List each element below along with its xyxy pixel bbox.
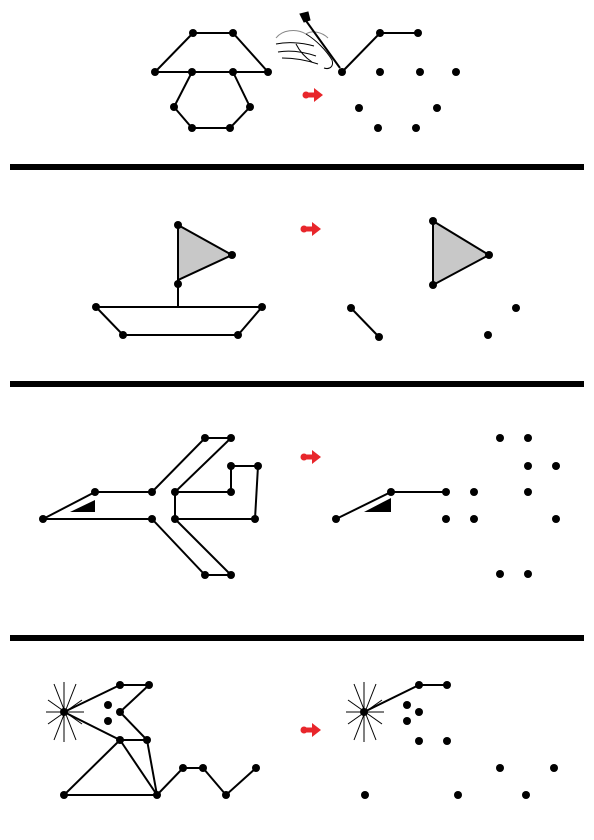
sailboat-practice-dots <box>347 217 520 341</box>
mushroom-model <box>152 32 271 129</box>
arrow-right-icon <box>300 450 321 464</box>
mushroom-practice <box>338 29 460 132</box>
sailboat-model-dots <box>92 221 266 339</box>
mushroom-cap-outline <box>152 32 271 73</box>
mushroom-started-line <box>341 32 418 73</box>
cockpit-wedge <box>70 500 95 512</box>
cat-practice-dots <box>360 681 558 799</box>
row-airplane <box>39 434 560 579</box>
cat-body-outline <box>61 739 159 796</box>
practice-sail-shape <box>432 219 492 287</box>
cat-practice <box>346 681 558 799</box>
arrow-right-icon <box>300 723 321 737</box>
mushroom-stem-outline <box>172 71 252 129</box>
sailboat-practice <box>347 217 520 341</box>
airplane-practice-dots <box>332 434 560 578</box>
hull-started-line <box>350 307 380 338</box>
cat-tail-outline <box>146 739 257 798</box>
cat-model-dots <box>60 681 260 799</box>
arrow-right-icon <box>302 88 323 102</box>
airplane-model-dots <box>39 434 262 579</box>
sail-shape <box>177 223 235 282</box>
sailboat-model <box>92 221 266 339</box>
hull-outline <box>95 306 265 336</box>
row-sailboat <box>92 217 520 341</box>
row-mushroom <box>151 11 460 132</box>
fuselage-top-outline <box>42 437 260 520</box>
airplane-practice <box>332 434 560 578</box>
mushroom-model-dots <box>151 29 272 132</box>
fuselage-bottom-outline <box>43 518 234 576</box>
pencil-hand-icon <box>275 11 341 69</box>
cat-model <box>61 684 257 798</box>
practice-cockpit-wedge <box>364 498 391 512</box>
airplane-model <box>42 437 260 576</box>
arrow-right-icon <box>300 222 321 236</box>
mushroom-practice-dots <box>338 29 460 132</box>
row-cat <box>46 681 558 799</box>
